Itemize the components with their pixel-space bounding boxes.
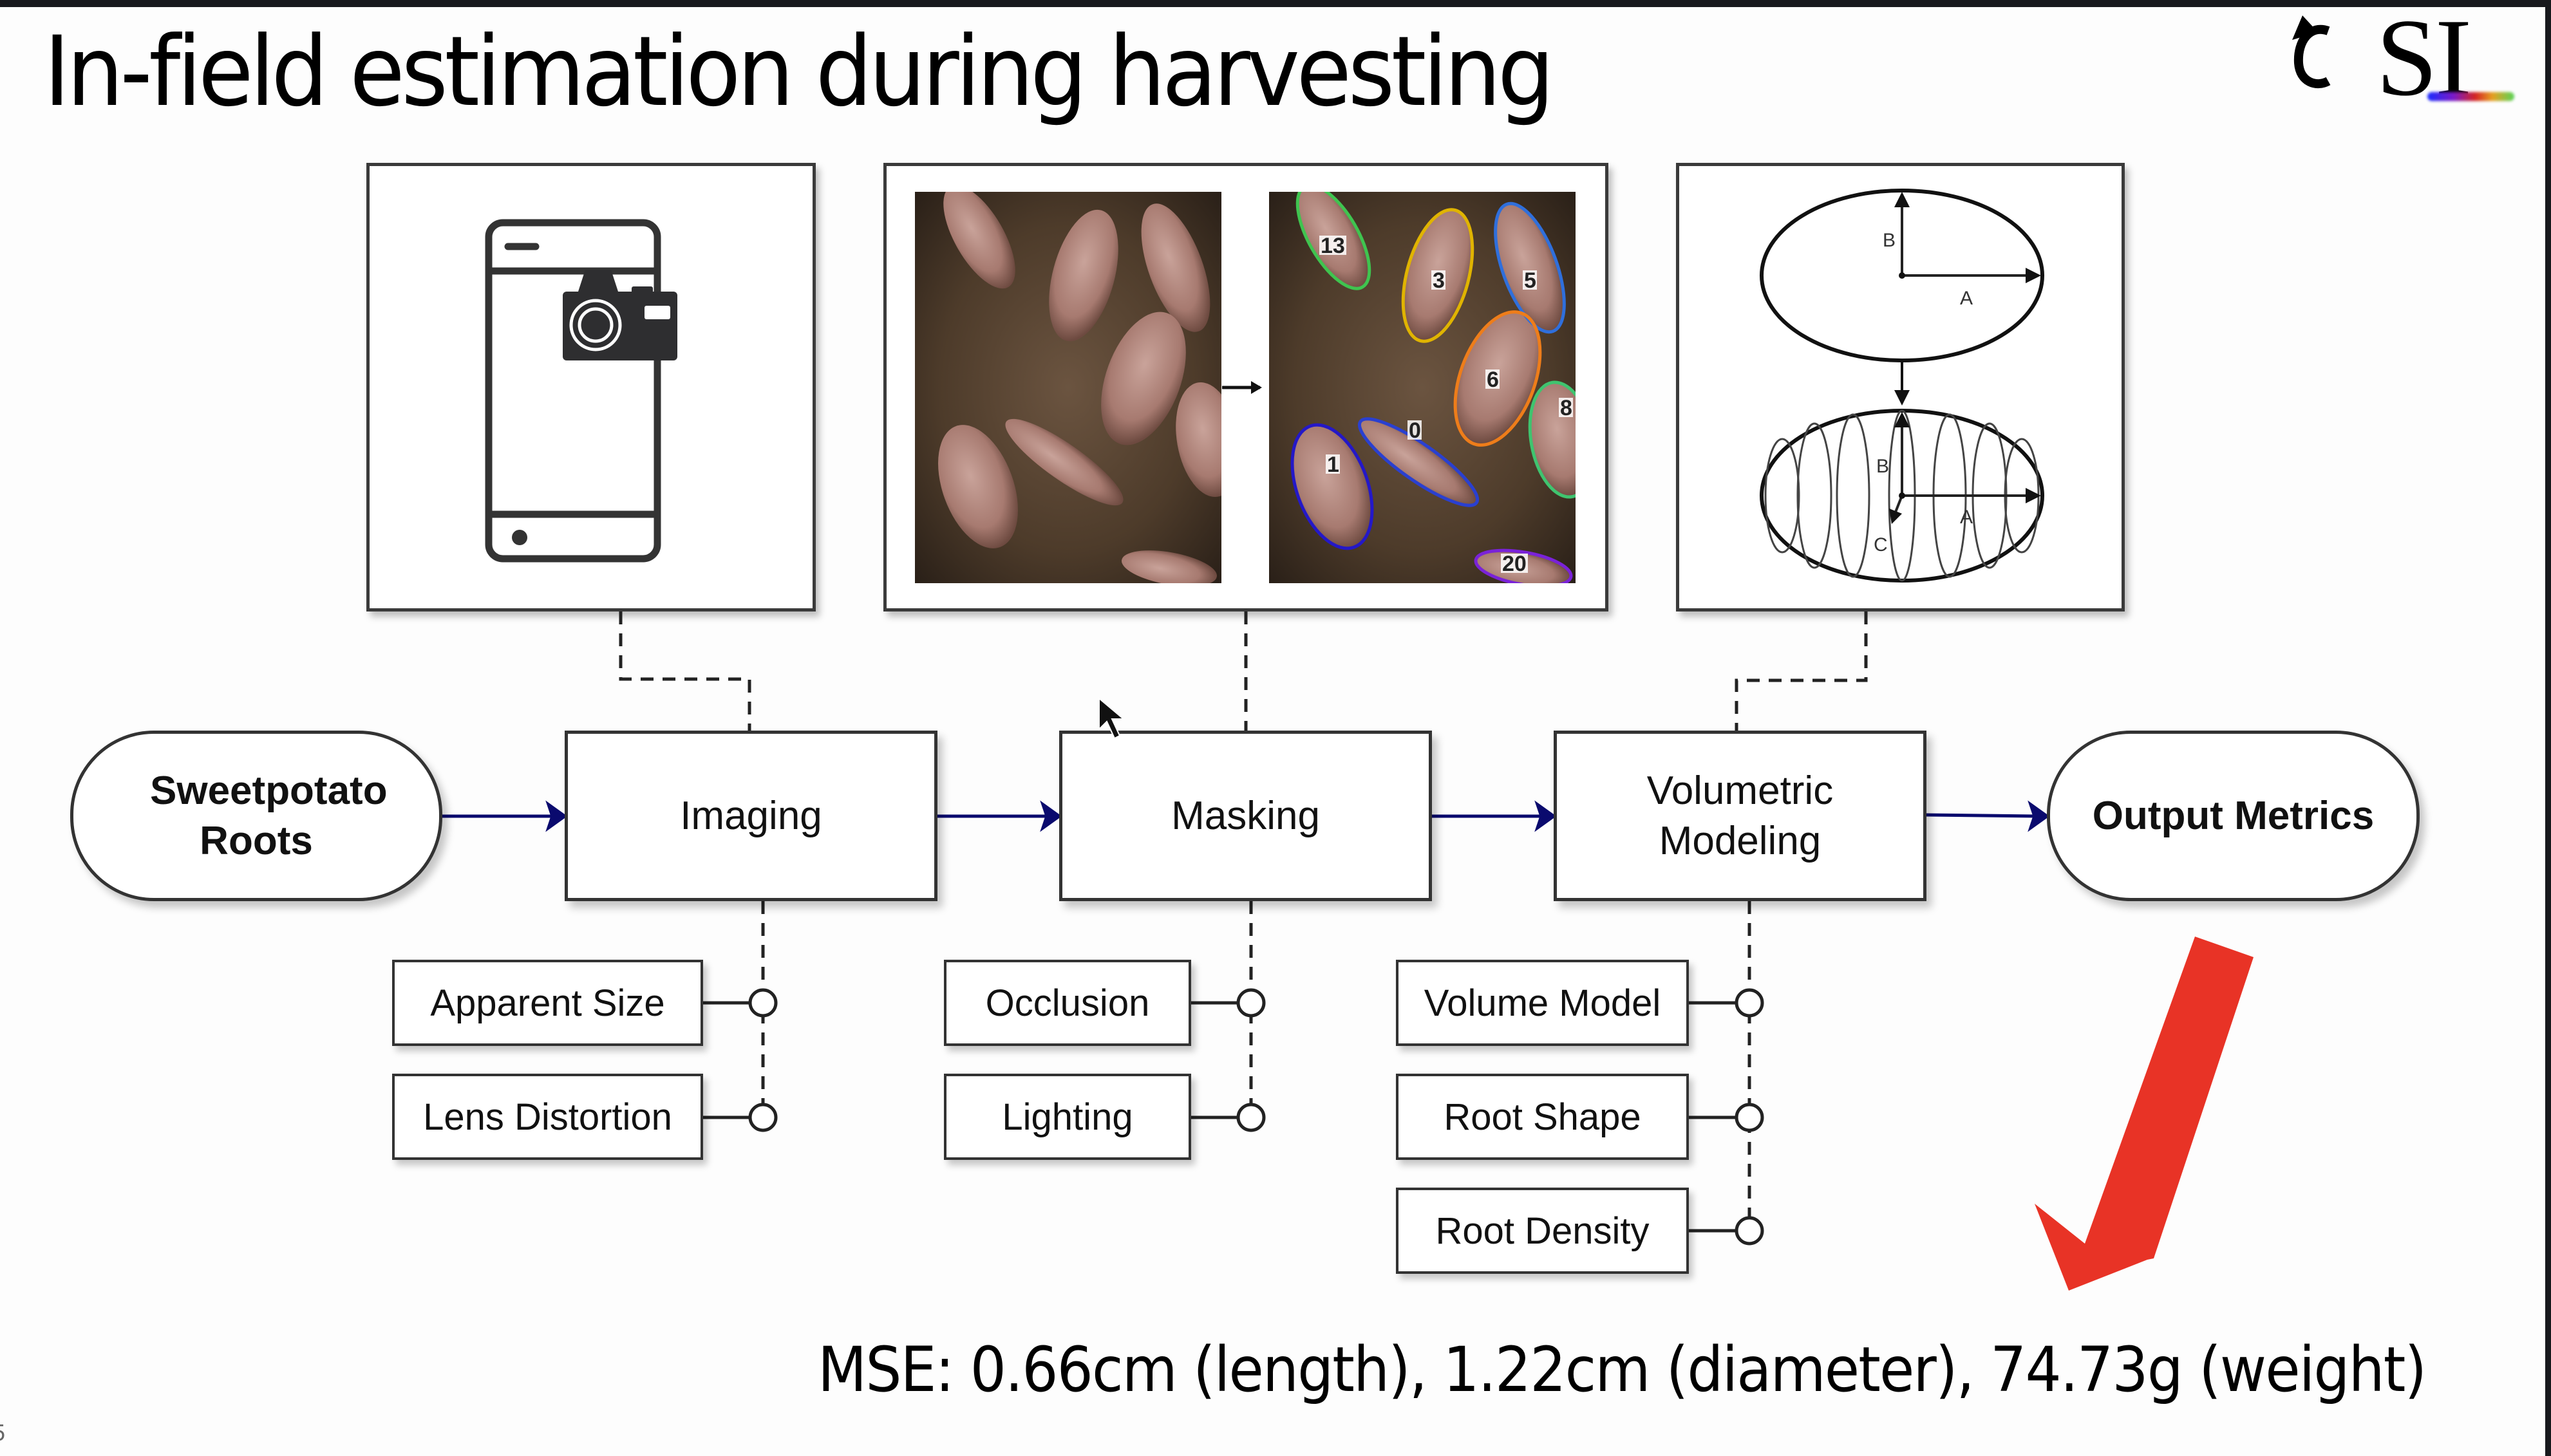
step-label: Volumetric Modeling <box>1646 769 1834 863</box>
factor-node <box>1735 988 1764 1018</box>
ellipse-2d: B A <box>1760 189 2044 362</box>
masking-illustration-panel: 13 3 5 6 8 0 1 20 <box>883 163 1608 611</box>
step-masking: Masking <box>1059 731 1432 901</box>
axis-label-a: A <box>1960 288 1973 309</box>
volume-panel-connector <box>1735 611 1868 731</box>
mask-label-8: 8 <box>1560 396 1572 420</box>
factor-lens-distortion: Lens Distortion <box>392 1074 703 1160</box>
axis-label-b-3d: B <box>1876 456 1889 477</box>
osi-logo-icon <box>2292 15 2331 88</box>
output-label: Output Metrics <box>2092 793 2375 838</box>
phone-home-button <box>512 530 527 545</box>
arrow-volumetric-output <box>1926 813 2038 818</box>
mask-6 <box>1453 310 1542 447</box>
osi-logo: OSI <box>2279 3 2550 113</box>
axis-label-c-3d: C <box>1874 534 1888 555</box>
factor-node <box>748 1103 778 1132</box>
camera-icon <box>563 270 677 360</box>
mask-label-1: 1 <box>1327 453 1339 477</box>
step-label: Masking <box>1171 793 1320 838</box>
imaging-illustration-panel <box>366 163 816 611</box>
ellipse-volume-diagram: B A B A C <box>1760 189 2044 583</box>
logo-spectrum-bar <box>2427 92 2514 101</box>
factor-label: Lighting <box>1002 1096 1133 1138</box>
mask-label-0: 0 <box>1409 418 1421 443</box>
input-sweetpotato-roots: Sweetpotato Roots <box>70 731 442 901</box>
factor-root-shape: Root Shape <box>1396 1074 1689 1160</box>
factor-label: Root Shape <box>1444 1096 1641 1138</box>
mask-8 <box>1528 380 1576 499</box>
mask-13 <box>1295 192 1371 290</box>
segmented-sweetpotato-photo: 13 3 5 6 8 0 1 20 <box>1269 192 1576 583</box>
factor-node <box>1236 1103 1266 1132</box>
factor-node <box>748 988 778 1018</box>
imaging-panel-connector <box>619 611 751 731</box>
factor-volume-model: Volume Model <box>1396 960 1689 1046</box>
red-highlight-arrow <box>2035 937 2254 1291</box>
down-arrow <box>1894 362 1910 406</box>
flow-arrows <box>442 800 2050 832</box>
factor-label: Apparent Size <box>430 982 665 1024</box>
mask-20 <box>1474 548 1573 583</box>
mask-0 <box>1357 417 1480 507</box>
factor-label: Volume Model <box>1424 982 1661 1024</box>
axis-label-b: B <box>1883 230 1896 251</box>
phone-outline <box>485 219 661 563</box>
mask-label-20: 20 <box>1502 552 1527 576</box>
ellipsoid-3d: B A C <box>1760 409 2044 583</box>
output-metrics: Output Metrics <box>2047 731 2420 901</box>
mask-label-13: 13 <box>1321 234 1345 258</box>
factor-node <box>1236 988 1266 1018</box>
mse-results-text: MSE: 0.66cm (length), 1.22cm (diameter),… <box>818 1334 2427 1406</box>
window-frame-right <box>2545 0 2551 1456</box>
factor-root-density: Root Density <box>1396 1188 1689 1274</box>
factor-occlusion: Occlusion <box>944 960 1191 1046</box>
input-label: Sweetpotato Roots <box>150 769 388 863</box>
arrowhead <box>2028 800 2050 832</box>
factor-label: Lens Distortion <box>423 1096 672 1138</box>
arrowhead <box>1040 800 1062 832</box>
arrowhead <box>545 800 568 832</box>
factor-node <box>1735 1103 1764 1132</box>
volume-illustration-panel: B A B A C <box>1676 163 2125 611</box>
slide-title: In-field estimation during harvesting <box>44 16 1554 128</box>
factor-lighting: Lighting <box>944 1074 1191 1160</box>
mask-label-3: 3 <box>1433 268 1445 293</box>
step-imaging: Imaging <box>565 731 937 901</box>
step-volumetric-modeling: Volumetric Modeling <box>1554 731 1926 901</box>
factor-label: Root Density <box>1435 1209 1650 1252</box>
raw-sweetpotato-photo <box>915 192 1221 583</box>
page-number: 5 <box>0 1419 5 1446</box>
mask-1 <box>1290 423 1374 550</box>
factor-apparent-size: Apparent Size <box>392 960 703 1046</box>
mask-label-5: 5 <box>1524 268 1536 293</box>
window-frame-top <box>0 0 2551 7</box>
step-label: Imaging <box>680 793 822 838</box>
mouse-cursor-icon <box>1098 697 1125 740</box>
mask-5 <box>1494 201 1566 334</box>
axis-label-a-3d: A <box>1960 507 1973 528</box>
masking-images: 13 3 5 6 8 0 1 20 <box>915 192 1576 583</box>
factor-label: Occlusion <box>985 982 1150 1024</box>
segmentation-arrow <box>1222 381 1262 394</box>
mask-3 <box>1401 208 1474 343</box>
factor-node <box>1735 1216 1764 1246</box>
arrowhead <box>1534 800 1557 832</box>
factor-connectors <box>703 988 1764 1246</box>
mask-label-6: 6 <box>1487 368 1499 392</box>
smartphone-camera-icon <box>485 219 677 563</box>
